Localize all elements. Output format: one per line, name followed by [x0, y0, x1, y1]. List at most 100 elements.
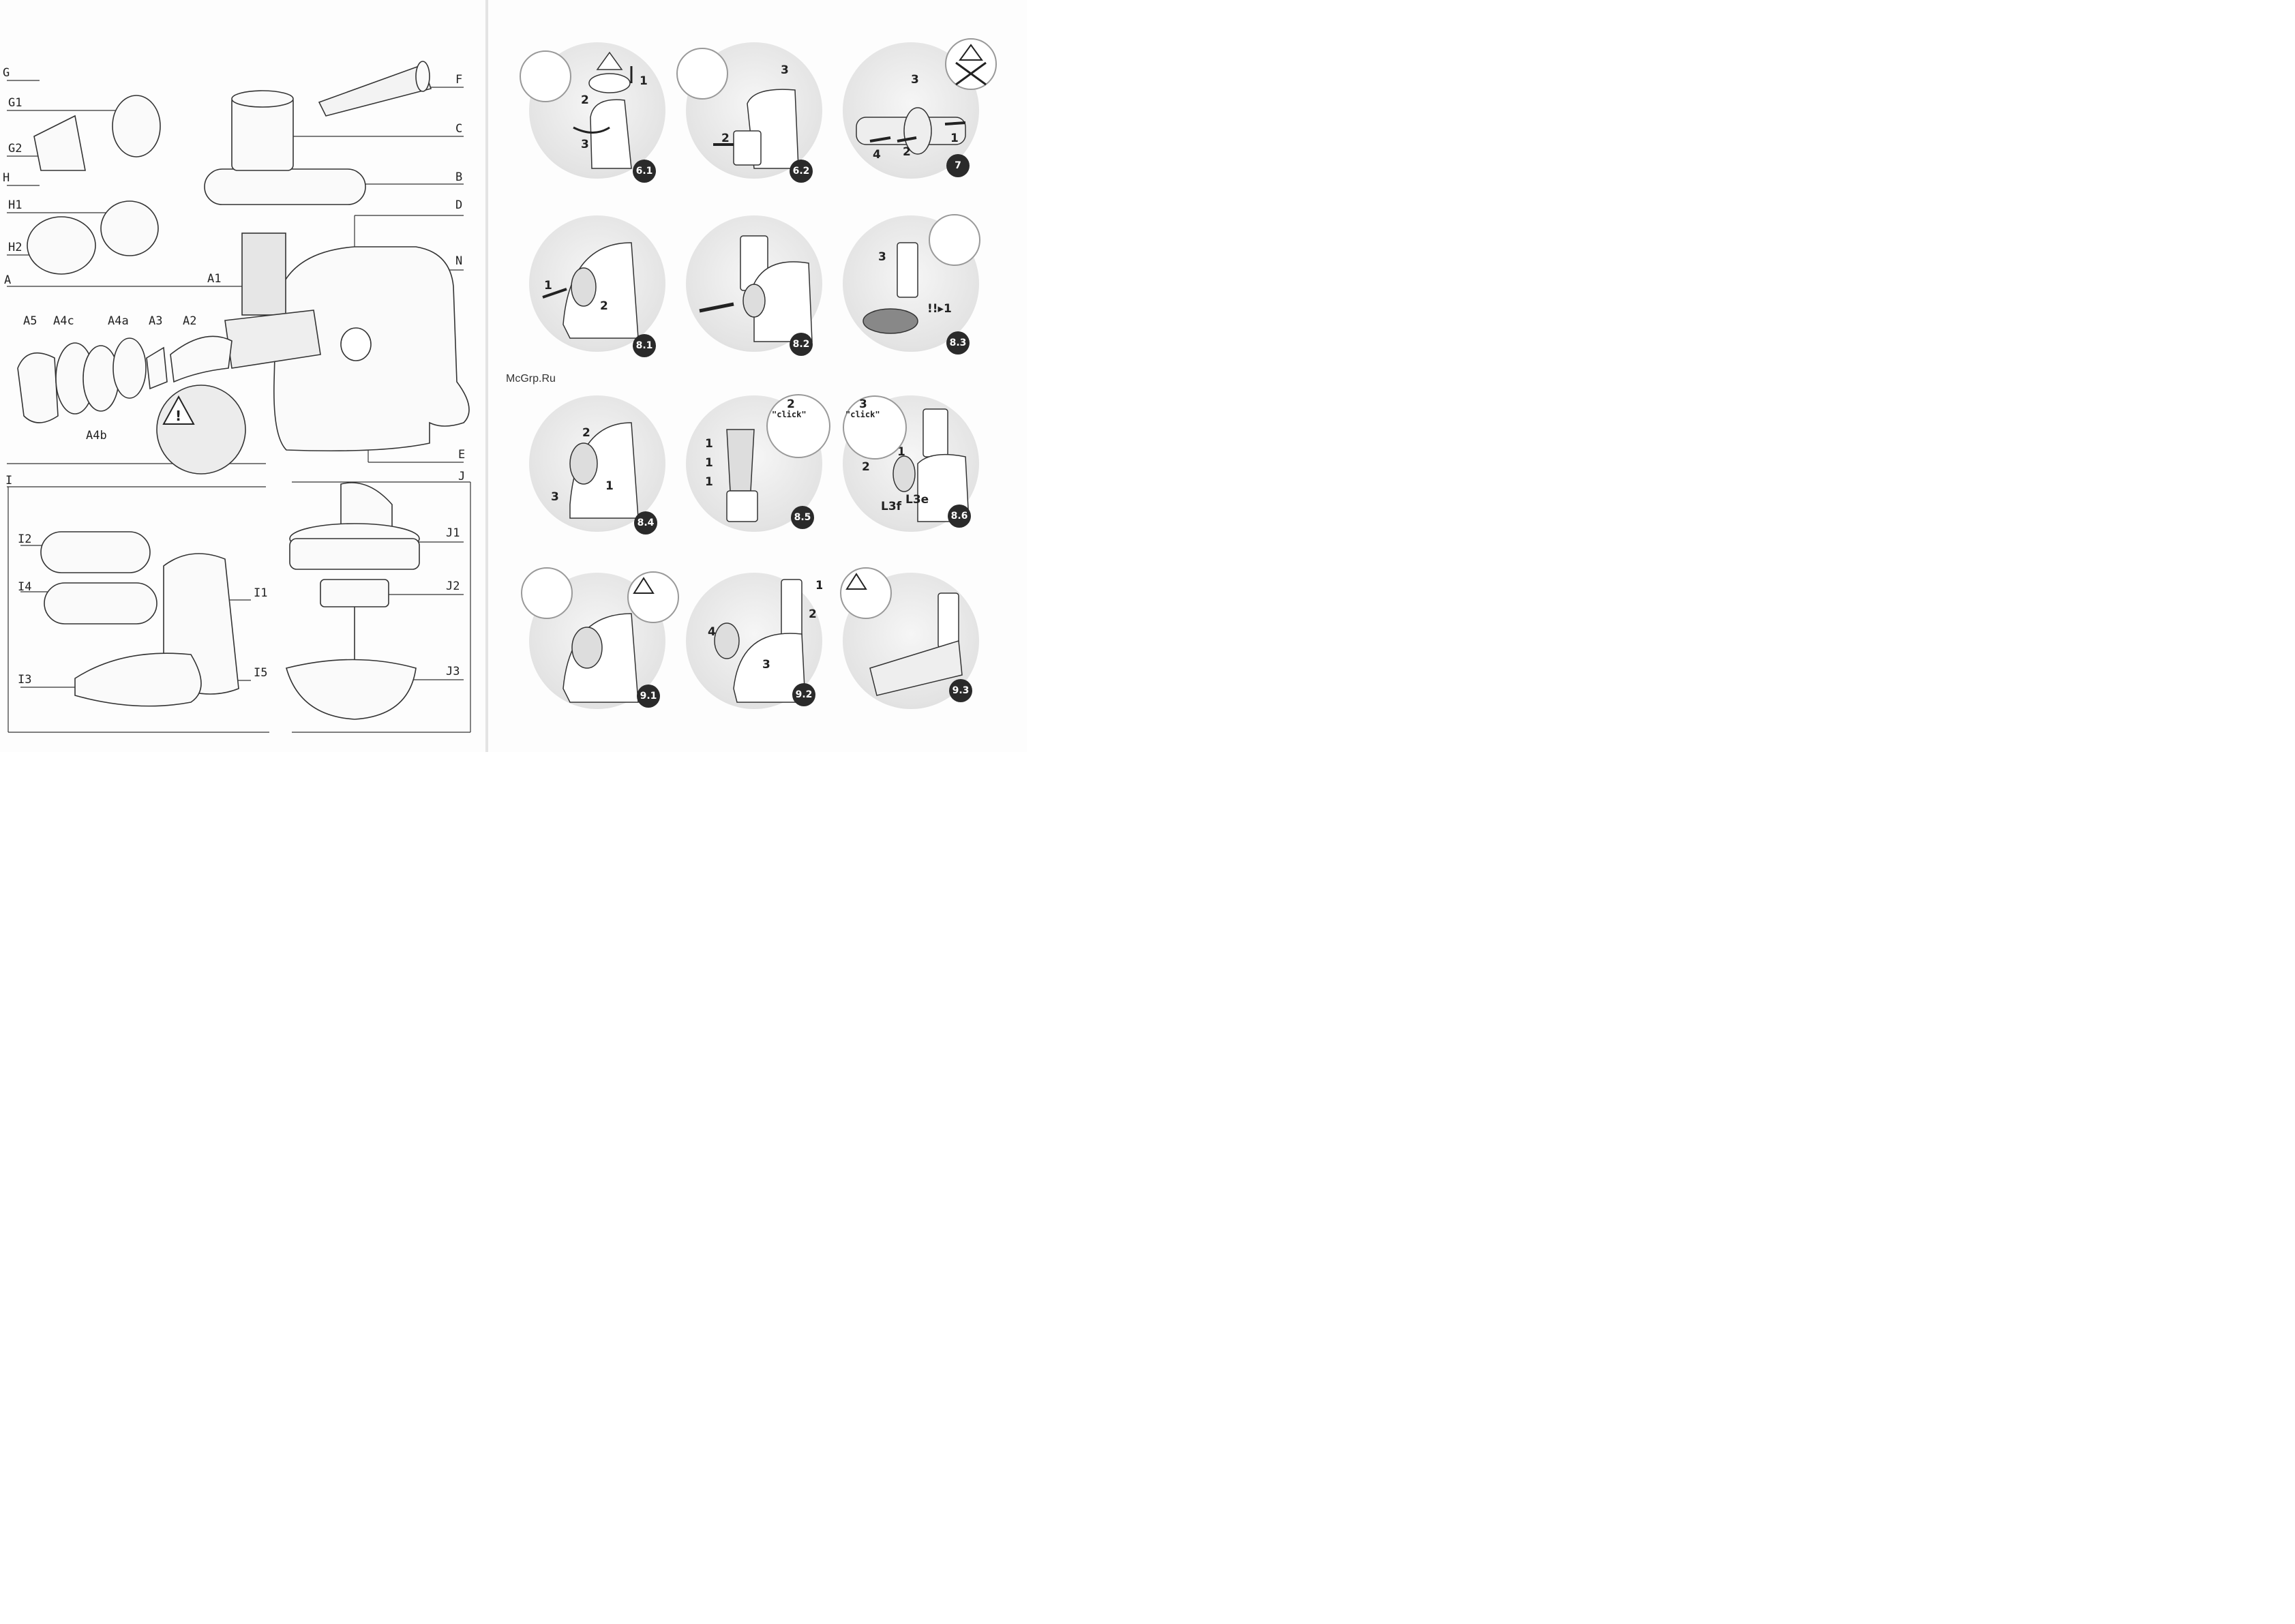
step-6-2-badge: 6.2	[790, 160, 813, 183]
label-I1: I1	[254, 586, 267, 600]
step-8-5-illustration: 1 1 1	[705, 429, 758, 522]
label-G: G	[3, 66, 10, 80]
step-8-6-part-L3e: L3e	[905, 493, 929, 507]
step-8-4-illustration: 2 1 3	[551, 422, 639, 519]
step-8-2-badge: 8.2	[790, 333, 813, 356]
step-8-5-num-1a: 1	[705, 437, 713, 451]
step-8-4-badge: 8.4	[634, 511, 657, 535]
step-6-1-badge: 6.1	[633, 160, 656, 183]
label-B: B	[455, 170, 462, 184]
step-8-5-click: "click"	[772, 410, 807, 419]
step-6-2-num-2: 2	[721, 132, 730, 145]
step-8-6-badge: 8.6	[948, 505, 971, 528]
step-8-5-inset-illustration: 2 "click"	[772, 397, 807, 419]
step-9-2-num-2: 2	[809, 607, 817, 621]
page-margin	[1027, 0, 1069, 752]
step-7-num-3: 3	[911, 73, 919, 87]
step-9-1-plug-inset	[627, 571, 679, 623]
label-N: N	[455, 254, 462, 268]
step-8-5-inset: 2 "click"	[766, 394, 830, 458]
step-6-2-num-3: 3	[781, 63, 789, 77]
warning-triangle-icon	[845, 573, 867, 590]
label-A4c: A4c	[53, 314, 74, 328]
label-F: F	[455, 73, 462, 87]
step-6-1-num-1: 1	[640, 74, 648, 88]
label-G2: G2	[8, 142, 22, 155]
step-8-6-num-3: 3	[859, 397, 867, 411]
parts-diagram: G G1 G2 H H1 H2 A A1 A2 A3 A4a A4c A5 A4…	[3, 61, 471, 733]
label-I: I	[5, 474, 12, 487]
step-8-1-num-1: 1	[544, 279, 552, 292]
label-I3: I3	[18, 673, 31, 687]
left-page-diagram: G G1 G2 H H1 H2 A A1 A2 A3 A4a A4c A5 A4…	[0, 0, 485, 752]
label-A: A	[4, 273, 11, 287]
step-9-2-num-4: 4	[708, 625, 716, 639]
step-9-1-badge: 9.1	[637, 685, 660, 708]
step-7-badge: 7	[946, 154, 970, 177]
step-8-3-inset	[929, 214, 980, 266]
step-9-3-badge: 9.3	[949, 679, 972, 702]
step-8-5-num-1c: 1	[705, 475, 713, 489]
step-8-5-badge: 8.5	[791, 506, 814, 529]
step-8-6-click: "click"	[845, 410, 880, 419]
warning-triangle-icon: !	[162, 395, 195, 425]
step-6-1-num-3: 3	[581, 138, 589, 151]
step-7-num-4: 4	[873, 148, 881, 162]
unplug-icon	[955, 44, 987, 86]
step-8-5-num-1b: 1	[705, 456, 713, 470]
step-8-3-note: !!▸1	[927, 302, 952, 316]
label-A2: A2	[183, 314, 196, 328]
step-6-1-illustration: 1 2 3	[573, 51, 648, 169]
step-8-3-badge: 8.3	[946, 331, 970, 355]
step-8-2	[686, 215, 822, 352]
step-8-6-part-L3f: L3f	[881, 500, 902, 513]
label-D: D	[455, 198, 462, 212]
step-8-1-badge: 8.1	[633, 334, 656, 357]
step-8-1-illustration: 1 2	[542, 242, 639, 339]
step-8-4-num-2: 2	[582, 426, 590, 440]
label-J1: J1	[446, 526, 460, 540]
svg-text:!: !	[175, 408, 181, 424]
step-8-2-illustration	[699, 235, 813, 342]
step-7-num-1: 1	[950, 132, 959, 145]
step-8-1: 1 2	[529, 215, 665, 352]
label-A1: A1	[207, 272, 221, 286]
step-6-1-inset	[520, 50, 571, 102]
step-9-2-num-1: 1	[815, 579, 822, 592]
step-7-inset	[945, 38, 997, 90]
label-I4: I4	[18, 580, 31, 594]
step-8-6-num-2: 2	[862, 460, 870, 474]
step-7-num-2: 2	[903, 145, 911, 159]
step-9-3-inset	[840, 567, 892, 619]
label-J2: J2	[446, 580, 460, 593]
label-G1: G1	[8, 96, 22, 110]
page-fold	[485, 0, 488, 752]
step-8-3-num-3: 3	[878, 250, 886, 264]
warning-triangle-icon	[633, 577, 655, 594]
step-8-4: 2 1 3	[529, 395, 665, 532]
label-J: J	[458, 470, 465, 483]
step-9-1-unplug-inset	[521, 567, 573, 619]
step-9-2-illustration: 1 2 3 4	[708, 579, 822, 703]
label-I2: I2	[18, 532, 31, 546]
step-8-5-num-2: 2	[787, 397, 795, 411]
step-8-4-num-1: 1	[605, 479, 614, 493]
step-6-2-inset	[676, 48, 728, 100]
step-9-2-badge: 9.2	[792, 683, 815, 706]
label-J3: J3	[446, 665, 460, 678]
step-8-5: 1 1 1	[686, 395, 822, 532]
label-A4b: A4b	[86, 429, 107, 442]
label-I5: I5	[254, 666, 267, 680]
step-7-illustration: 1 2 3 4	[856, 73, 966, 162]
step-8-4-num-3: 3	[551, 490, 559, 504]
label-A5: A5	[23, 314, 37, 328]
step-8-6-inset: 3 "click"	[843, 395, 907, 460]
step-8-1-num-2: 2	[600, 299, 608, 313]
step-7: 1 2 3 4	[843, 42, 979, 179]
step-6-1-num-2: 2	[581, 93, 589, 107]
step-9-1-illustration	[562, 613, 639, 703]
label-H2: H2	[8, 241, 22, 254]
label-A3: A3	[149, 314, 162, 328]
step-8-6-inset-illustration: 3 "click"	[845, 397, 880, 419]
label-H: H	[3, 171, 10, 185]
